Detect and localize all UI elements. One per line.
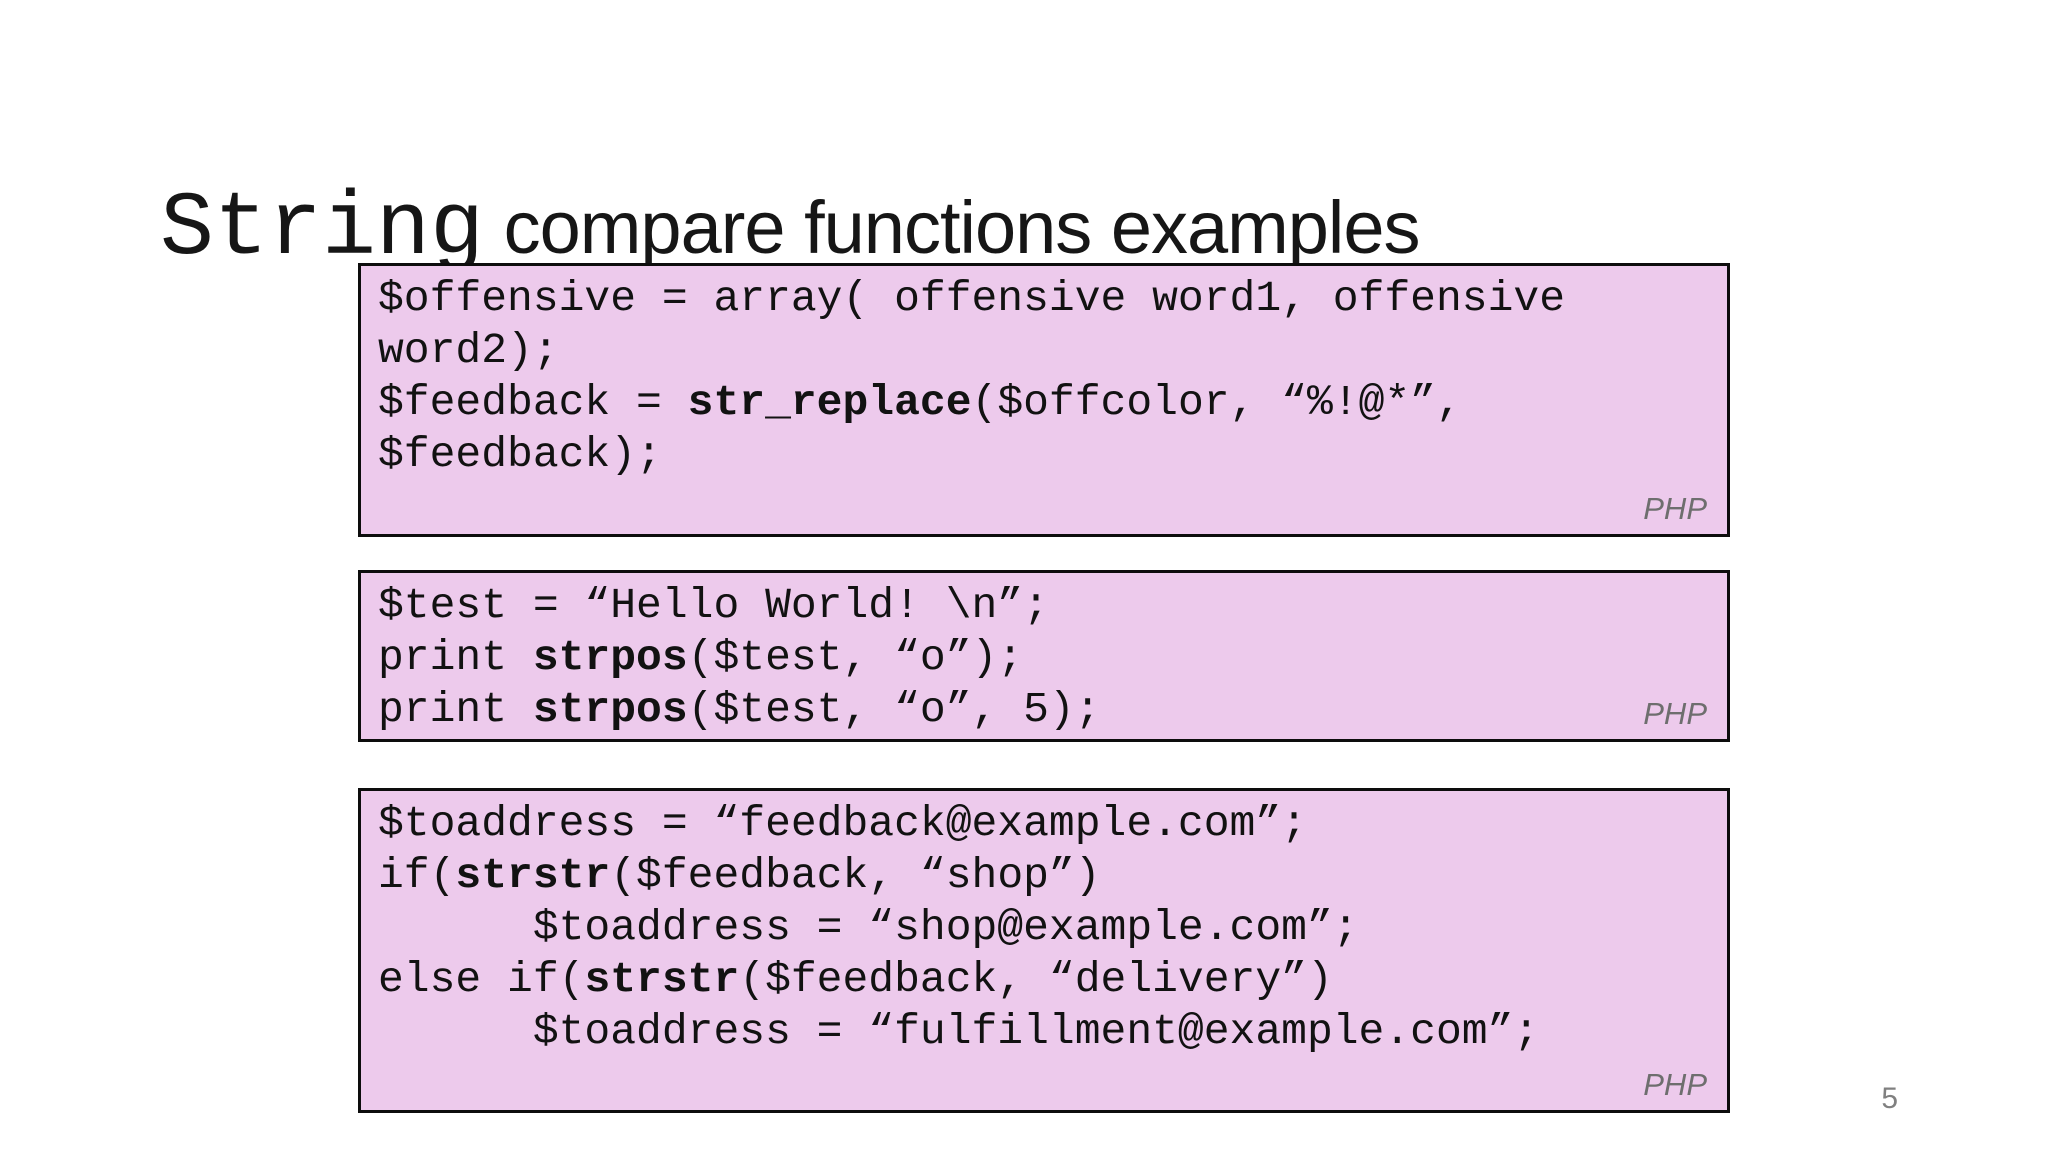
code-text: $offensive = array( offensive word1, off… (378, 274, 1565, 323)
code-text: $feedback = (378, 378, 688, 427)
code-line: $test = “Hello World! \n”; (378, 580, 1727, 632)
code-line: $toaddress = “shop@example.com”; (378, 902, 1727, 954)
code-text: ($test, “o”, 5); (687, 685, 1101, 734)
code-block-strpos: $test = “Hello World! \n”;print strpos($… (361, 573, 1727, 736)
title-code-word: String (160, 178, 485, 281)
code-line: else if(strstr($feedback, “delivery”) (378, 954, 1727, 1006)
code-text: ($feedback, “delivery”) (739, 955, 1333, 1004)
code-text: $feedback); (378, 430, 662, 479)
code-line: word2); (378, 325, 1727, 377)
code-box-strstr: $toaddress = “feedback@example.com”;if(s… (358, 788, 1730, 1113)
code-text: $toaddress = “feedback@example.com”; (378, 799, 1307, 848)
php-language-badge: PHP (1643, 491, 1707, 526)
code-text: ($feedback, “shop”) (610, 851, 1101, 900)
code-line: print strpos($test, “o”, 5); (378, 684, 1727, 736)
code-block-str-replace: $offensive = array( offensive word1, off… (361, 266, 1727, 481)
code-text: print (378, 685, 533, 734)
page-number: 5 (1881, 1082, 1898, 1115)
code-line: if(strstr($feedback, “shop”) (378, 850, 1727, 902)
code-text: ($test, “o”); (687, 633, 1024, 682)
code-box-strpos: $test = “Hello World! \n”;print strpos($… (358, 570, 1730, 742)
code-function-name: strpos (532, 633, 688, 682)
code-line: $feedback = str_replace($offcolor, “%!@*… (378, 377, 1727, 429)
code-text: $toaddress = “fulfillment@example.com”; (378, 1007, 1540, 1056)
code-text: ($offcolor, “%!@*”, (971, 378, 1462, 427)
code-box-str-replace: $offensive = array( offensive word1, off… (358, 263, 1730, 537)
code-function-name: strstr (584, 955, 740, 1004)
code-text: $toaddress = “shop@example.com”; (378, 903, 1359, 952)
code-text: if( (378, 851, 456, 900)
slide-title: String compare functions examples (160, 178, 1421, 281)
code-line: $toaddress = “fulfillment@example.com”; (378, 1006, 1727, 1058)
code-function-name: strpos (532, 685, 688, 734)
code-block-strstr: $toaddress = “feedback@example.com”;if(s… (361, 791, 1727, 1058)
code-function-name: str_replace (687, 378, 972, 427)
code-line: $offensive = array( offensive word1, off… (378, 273, 1727, 325)
php-language-badge: PHP (1643, 1067, 1707, 1102)
code-line: $feedback); (378, 429, 1727, 481)
code-line: $toaddress = “feedback@example.com”; (378, 798, 1727, 850)
code-text: $test = “Hello World! \n”; (378, 581, 1049, 630)
code-line: print strpos($test, “o”); (378, 632, 1727, 684)
title-rest: compare functions examples (484, 185, 1421, 269)
code-text: word2); (378, 326, 559, 375)
code-function-name: strstr (455, 851, 611, 900)
code-text: print (378, 633, 533, 682)
code-text: else if( (378, 955, 585, 1004)
php-language-badge: PHP (1643, 696, 1707, 731)
